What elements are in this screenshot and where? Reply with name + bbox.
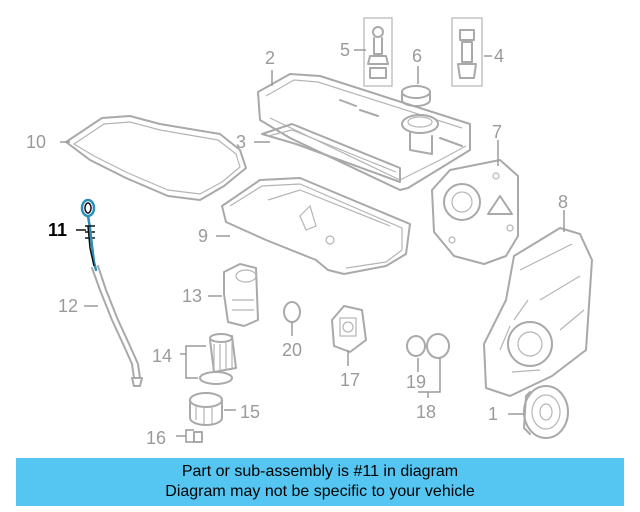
callout-13[interactable]: 13 xyxy=(182,286,202,306)
part-4-grommet-assembly xyxy=(451,17,483,87)
part-16-bolt xyxy=(193,431,203,443)
part-8-timing-cover xyxy=(483,227,593,397)
part-11-dipstick[interactable] xyxy=(80,198,98,272)
callout-5[interactable]: 5 xyxy=(340,40,350,60)
leader-lines xyxy=(60,49,565,443)
callout-7[interactable]: 7 xyxy=(492,122,502,142)
callout-17[interactable]: 17 xyxy=(340,370,360,390)
callout-4[interactable]: 4 xyxy=(494,46,504,66)
callout-6[interactable]: 6 xyxy=(412,46,422,66)
part-19-rings xyxy=(406,333,450,359)
info-banner: Part or sub-assembly is #11 in diagram D… xyxy=(16,458,624,506)
part-1-crank-pulley xyxy=(523,385,569,439)
callout-18[interactable]: 18 xyxy=(416,402,436,422)
callout-15[interactable]: 15 xyxy=(240,402,260,422)
callout-3[interactable]: 3 xyxy=(236,132,246,152)
part-5-bolt-assembly xyxy=(363,17,393,87)
part-3-cover-gasket xyxy=(261,123,401,183)
part-6-filler-cap xyxy=(401,85,431,107)
callout-16[interactable]: 16 xyxy=(146,428,166,448)
callout-14[interactable]: 14 xyxy=(152,346,172,366)
part-10-gasket xyxy=(65,115,247,201)
part-9-oil-pan xyxy=(221,177,411,275)
parts-diagram: 1 2 3 4 5 6 7 8 9 10 11 12 13 14 15 16 1… xyxy=(26,17,593,448)
part-14-oil-filter xyxy=(199,333,237,385)
part-2-head-cover xyxy=(257,73,471,191)
part-17-bracket xyxy=(331,305,367,353)
callout-19[interactable]: 19 xyxy=(406,372,426,392)
part-7-timing-housing xyxy=(431,159,519,265)
part-13-filter-housing xyxy=(223,263,259,327)
callout-numbers: 1 2 3 4 5 6 7 8 9 10 11 12 13 14 15 16 1… xyxy=(26,40,568,448)
callout-2[interactable]: 2 xyxy=(265,48,275,68)
part-15-filter-cap xyxy=(189,392,223,426)
callout-20[interactable]: 20 xyxy=(282,340,302,360)
banner-line-1: Part or sub-assembly is #11 in diagram xyxy=(181,463,459,480)
callout-12[interactable]: 12 xyxy=(58,296,78,316)
callout-1[interactable]: 1 xyxy=(488,404,498,424)
part-20-o-ring xyxy=(283,301,301,323)
callout-8[interactable]: 8 xyxy=(558,192,568,212)
callout-9[interactable]: 9 xyxy=(198,226,208,246)
part-12-guide-tube xyxy=(91,265,143,387)
callout-11[interactable]: 11 xyxy=(48,220,67,240)
banner-line-2: Diagram may not be specific to your vehi… xyxy=(165,483,475,500)
callout-10[interactable]: 10 xyxy=(26,132,46,152)
